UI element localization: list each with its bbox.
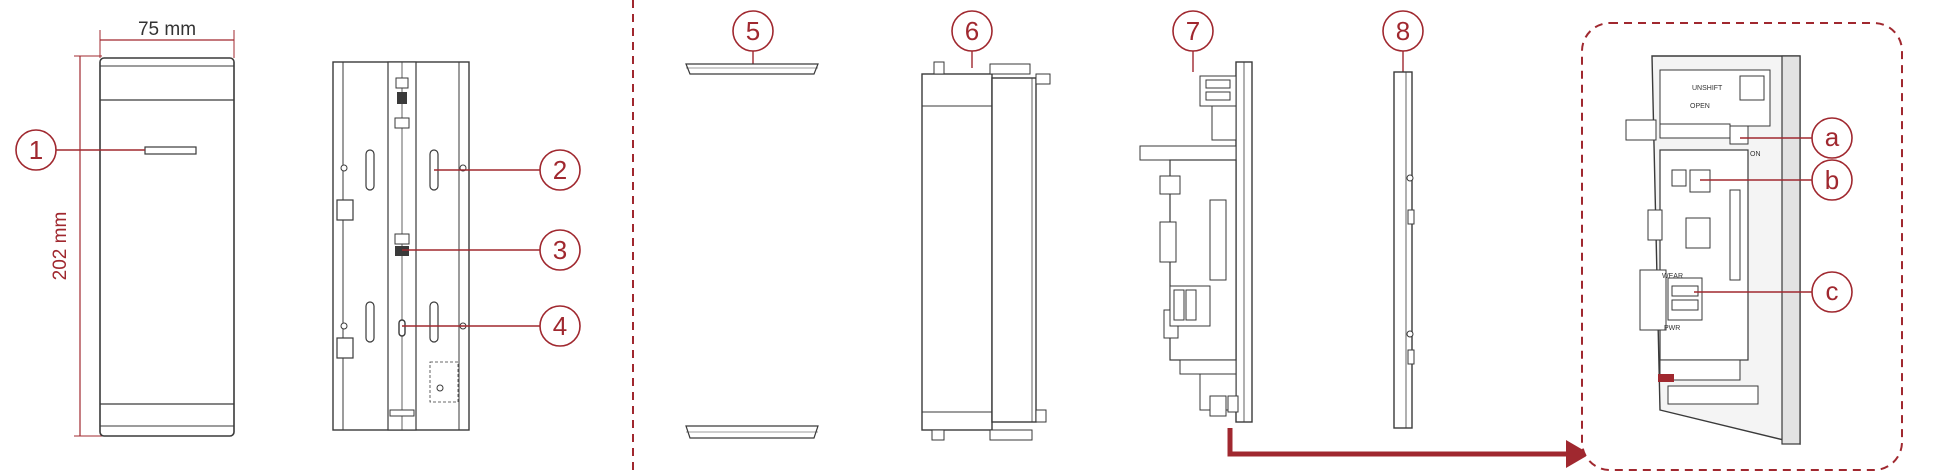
svg-text:3: 3 (553, 235, 567, 265)
callout-4 (539, 305, 581, 347)
callout-c (1811, 271, 1853, 313)
callout-3 (539, 229, 581, 271)
part-8-cover: 8 (1382, 10, 1424, 429)
callout-1 (15, 129, 57, 171)
callout-b (1811, 159, 1853, 201)
detail-view: UNSHIFT OPEN ON WEAR PWR a b c (1581, 22, 1903, 471)
svg-text:8: 8 (1396, 16, 1410, 46)
front-panel (99, 57, 235, 437)
detail-arrow (1227, 428, 1590, 468)
svg-text:6: 6 (965, 16, 979, 46)
svg-text:a: a (1825, 122, 1840, 152)
svg-text:5: 5 (746, 16, 760, 46)
svg-text:ON: ON (1750, 151, 1761, 158)
front-view: 75 mm 202 mm 1 (15, 19, 235, 437)
svg-text:1: 1 (29, 135, 43, 165)
part-7-module: 7 (1139, 10, 1253, 423)
callout-2 (539, 149, 581, 191)
height-dimension-label: 202 mm (50, 212, 71, 281)
svg-text:c: c (1826, 276, 1839, 306)
callout-a (1811, 117, 1853, 159)
svg-text:PWR: PWR (1664, 325, 1680, 332)
svg-text:4: 4 (553, 311, 567, 341)
part-6-housing: 6 (921, 10, 1051, 441)
svg-text:OPEN: OPEN (1690, 103, 1710, 110)
part-5-caps: 5 (685, 10, 819, 439)
svg-text:UNSHIFT: UNSHIFT (1692, 85, 1723, 92)
svg-text:7: 7 (1186, 16, 1200, 46)
svg-text:2: 2 (553, 155, 567, 185)
svg-text:b: b (1825, 165, 1839, 195)
card-reader-slot (144, 146, 197, 155)
back-plate-view: 2 3 4 (332, 61, 581, 431)
width-dimension-label: 75 mm (138, 19, 196, 40)
svg-text:WEAR: WEAR (1662, 273, 1683, 280)
